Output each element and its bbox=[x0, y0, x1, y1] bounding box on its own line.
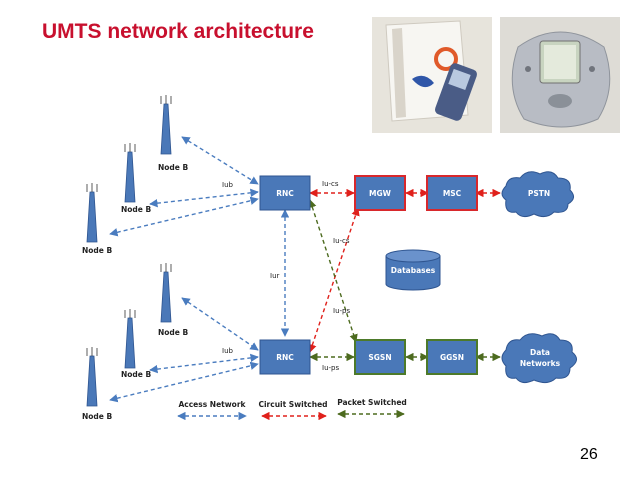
access-links bbox=[109, 136, 290, 403]
iub-top-label: Iub bbox=[222, 181, 234, 189]
iu-ps-mid-label: Iu-ps bbox=[333, 307, 350, 315]
legend: Access Network Circuit Switched Packet S… bbox=[177, 398, 407, 421]
node-b-1-icon bbox=[160, 95, 172, 155]
rnc-top-label: RNC bbox=[276, 189, 294, 198]
node-b-4-label: Node B bbox=[158, 328, 188, 337]
msc-box bbox=[426, 175, 478, 211]
pstn-label: PSTN bbox=[528, 189, 550, 198]
node-b-2-label: Node B bbox=[121, 205, 151, 214]
node-b-3-label: Node B bbox=[82, 246, 112, 255]
node-b-6-label: Node B bbox=[82, 412, 112, 421]
node-b-4-icon bbox=[160, 263, 172, 323]
link-rnc1-sgsn bbox=[308, 199, 358, 343]
iu-cs-mid-label: Iu-cs bbox=[333, 237, 350, 245]
sgsn-label: SGSN bbox=[368, 353, 391, 362]
mgw-box bbox=[354, 175, 406, 211]
rnc-bottom-box bbox=[259, 339, 311, 375]
iu-ps-bottom-label: Iu-ps bbox=[322, 364, 339, 372]
node-b-5-icon bbox=[124, 309, 136, 369]
node-b-3-icon bbox=[86, 183, 98, 243]
node-b-5-label: Node B bbox=[121, 370, 151, 379]
packet-links bbox=[308, 199, 501, 362]
link-nodeb1-rnc1 bbox=[181, 136, 259, 185]
mgw-label: MGW bbox=[369, 189, 392, 198]
rnc-top-box bbox=[259, 175, 311, 211]
node-b-towers bbox=[86, 95, 172, 407]
databases-label: Databases bbox=[391, 266, 436, 275]
link-nodeb3-rnc1 bbox=[109, 196, 259, 237]
phone-manual-photo bbox=[372, 17, 492, 133]
ggsn-label: GGSN bbox=[440, 353, 464, 362]
iur-label: Iur bbox=[270, 272, 280, 280]
link-nodeb6-rnc2 bbox=[109, 361, 259, 403]
nokia-phone-photo bbox=[500, 17, 620, 133]
node-b-1-label: Node B bbox=[158, 163, 188, 172]
sgsn-box bbox=[354, 339, 406, 375]
slide-title: UMTS network architecture bbox=[42, 20, 314, 43]
page-number: 26 bbox=[580, 446, 598, 463]
databases-cylinder bbox=[385, 249, 441, 291]
link-rnc2-mgw bbox=[308, 207, 360, 353]
link-nodeb4-rnc2 bbox=[181, 297, 259, 351]
node-b-2-icon bbox=[124, 143, 136, 203]
legend-access-label: Access Network bbox=[178, 400, 246, 409]
iub-bottom-label: Iub bbox=[222, 347, 234, 355]
iu-cs-top-label: Iu-cs bbox=[322, 180, 339, 188]
legend-packet-label: Packet Switched bbox=[337, 398, 407, 407]
msc-label: MSC bbox=[443, 189, 462, 198]
node-b-6-icon bbox=[86, 347, 98, 407]
ggsn-box bbox=[426, 339, 478, 375]
rnc-bottom-label: RNC bbox=[276, 353, 294, 362]
data-networks-label-2: Networks bbox=[520, 359, 561, 368]
pstn-cloud bbox=[501, 171, 574, 218]
data-networks-cloud bbox=[501, 333, 577, 384]
legend-circuit-label: Circuit Switched bbox=[258, 400, 327, 409]
data-networks-label-1: Data bbox=[530, 348, 550, 357]
